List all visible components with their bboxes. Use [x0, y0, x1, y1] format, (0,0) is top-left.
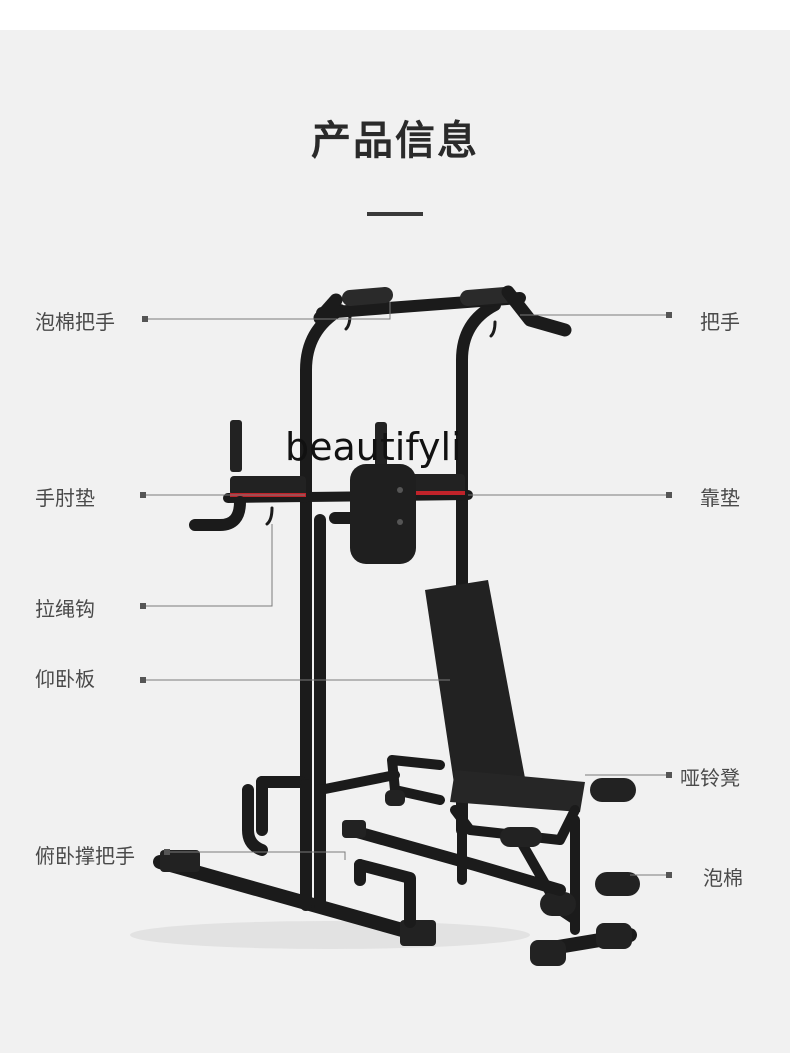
label-dumbbell-bench: 哑铃凳	[680, 766, 740, 790]
callout-lines	[145, 302, 668, 876]
callout-dot-pushup-handle	[164, 849, 170, 855]
label-rope-hook: 拉绳钩	[35, 597, 95, 621]
title-divider	[367, 212, 423, 216]
callout-dot-elbow-pad	[140, 492, 146, 498]
callout-dot-foam	[666, 872, 672, 878]
page-title: 产品信息	[311, 118, 479, 164]
watermark-text: beautifyli	[285, 425, 462, 469]
label-back-pad: 靠垫	[700, 486, 740, 510]
callout-dot-back-pad	[666, 492, 672, 498]
label-elbow-pad: 手肘垫	[35, 486, 95, 510]
callout-dot-rope-hook	[140, 603, 146, 609]
callout-dot-handle	[666, 312, 672, 318]
callout-dot-situp-board	[140, 677, 146, 683]
power-tower-illustration	[130, 285, 640, 966]
label-situp-board: 仰卧板	[35, 667, 95, 691]
label-pushup-handle: 俯卧撑把手	[35, 844, 135, 868]
callout-dot-dumbbell-bench	[666, 772, 672, 778]
callout-dot-foam-handle	[142, 316, 148, 322]
label-handle: 把手	[700, 310, 740, 334]
product-info-page: 产品信息	[0, 30, 790, 1053]
label-foam: 泡棉	[703, 866, 743, 890]
label-foam-handle: 泡棉把手	[35, 310, 115, 334]
